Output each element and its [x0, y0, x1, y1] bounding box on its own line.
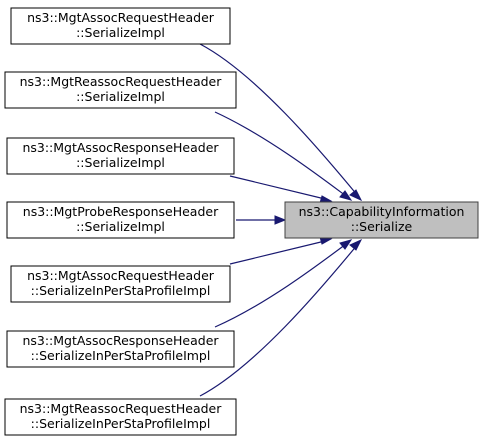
edge-caller-5	[229, 240, 326, 265]
node-label-line1: ns3::MgtAssocResponseHeader	[22, 140, 219, 155]
edge-caller-6	[214, 243, 347, 328]
node-label-line1: ns3::MgtAssocRequestHeader	[27, 268, 215, 283]
node-box	[6, 330, 235, 368]
edge-caller-7	[199, 243, 359, 397]
node-label-line1: ns3::MgtAssocResponseHeader	[22, 333, 219, 348]
edge-arrowhead-7	[349, 238, 363, 251]
node-box	[10, 7, 231, 45]
node-label-line1: ns3::MgtProbeResponseHeader	[23, 204, 219, 219]
caller-node-1[interactable]: ns3::MgtAssocRequestHeader ::SerializeIm…	[10, 7, 231, 45]
node-label-line1: ns3::MgtReassocRequestHeader	[20, 401, 223, 416]
edge-caller-1	[199, 43, 359, 197]
edges	[199, 43, 363, 397]
target-node-box	[284, 201, 479, 239]
edge-arrowhead-2	[339, 190, 353, 201]
edge-caller-2	[214, 111, 347, 197]
node-box	[6, 201, 235, 239]
edge-arrowhead-1	[349, 189, 363, 202]
node-box	[4, 398, 237, 436]
node-label-line2: ::SerializeInPerStaProfileImpl	[31, 348, 211, 363]
edge-arrowhead-6	[339, 239, 353, 250]
node-box	[4, 71, 237, 109]
node-label-line1: ns3::MgtAssocRequestHeader	[27, 10, 215, 25]
node-label-line2: ::SerializeInPerStaProfileImpl	[31, 283, 211, 298]
node-label-line1: ns3::MgtReassocRequestHeader	[20, 74, 223, 89]
target-label-line1: ns3::CapabilityInformation	[299, 204, 465, 219]
caller-node-7[interactable]: ns3::MgtReassocRequestHeader ::Serialize…	[4, 398, 237, 436]
node-box	[10, 265, 231, 303]
node-label-line2: ::SerializeImpl	[76, 25, 165, 40]
caller-node-2[interactable]: ns3::MgtReassocRequestHeader ::Serialize…	[4, 71, 237, 109]
edge-caller-3	[229, 175, 326, 200]
caller-node-3[interactable]: ns3::MgtAssocResponseHeader ::SerializeI…	[6, 137, 235, 175]
node-label-line2: ::SerializeImpl	[76, 219, 165, 234]
caller-node-5[interactable]: ns3::MgtAssocRequestHeader ::SerializeIn…	[10, 265, 231, 303]
node-label-line2: ::SerializeInPerStaProfileImpl	[31, 416, 211, 431]
target-label-line2: ::Serialize	[351, 219, 413, 234]
target-node[interactable]: ns3::CapabilityInformation ::Serialize	[284, 201, 479, 239]
node-label-line2: ::SerializeImpl	[76, 155, 165, 170]
caller-node-4[interactable]: ns3::MgtProbeResponseHeader ::SerializeI…	[6, 201, 235, 239]
edge-arrowhead-4	[274, 215, 287, 225]
node-label-line2: ::SerializeImpl	[76, 89, 165, 104]
caller-node-6[interactable]: ns3::MgtAssocResponseHeader ::SerializeI…	[6, 330, 235, 368]
node-box	[6, 137, 235, 175]
